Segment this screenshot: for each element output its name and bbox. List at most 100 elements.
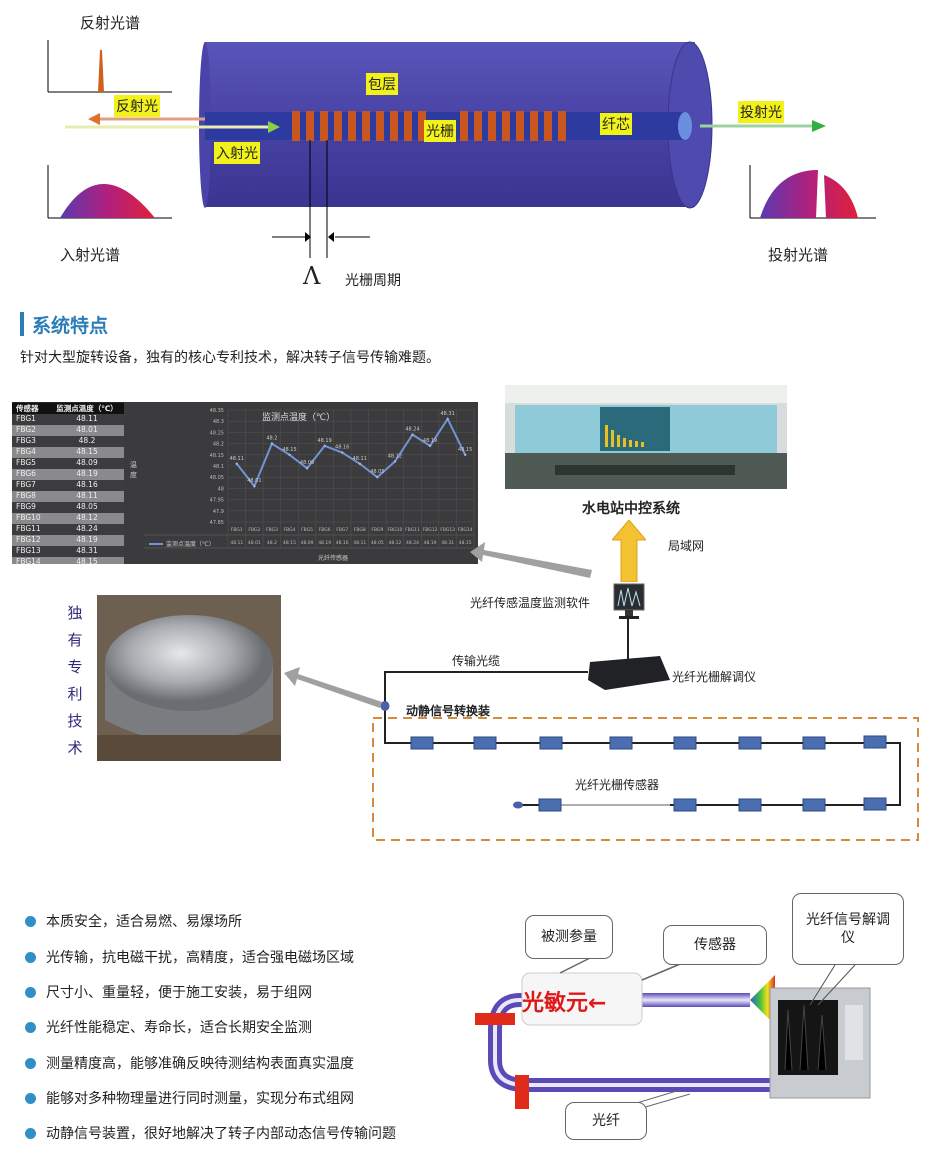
grating-period-label: 光栅周期 — [345, 273, 401, 289]
data-point — [393, 460, 397, 463]
bullet-icon — [25, 1092, 36, 1104]
data-label: 48.2 — [266, 436, 277, 442]
table-row: FBG14 48.15 — [12, 557, 124, 564]
x-tick-label: FBG14 — [458, 527, 473, 533]
table-row: FBG3 48.2 — [12, 436, 124, 447]
sensor-name: FBG1 — [16, 414, 36, 423]
bullet-icon — [25, 1021, 36, 1033]
data-point — [411, 433, 414, 436]
sensor-name: FBG3 — [16, 436, 36, 445]
chart-ylabel: 温度 — [130, 461, 137, 479]
x-tick-label: FBG13 — [440, 527, 455, 533]
bullet-icon — [25, 951, 36, 963]
feature-item: 本质安全，适合易燃、易爆场所 — [25, 911, 242, 931]
feature-item: 测量精度高，能够准确反映待测结构表面真实温度 — [25, 1053, 354, 1073]
y-tick-label: 48.1 — [213, 464, 224, 470]
data-label: 48.05 — [370, 469, 384, 475]
sensor-value: 48.2 — [78, 436, 96, 445]
table-value: 48.09 — [301, 540, 314, 546]
sensor-value: 48.11 — [76, 414, 98, 423]
data-label: 48.16 — [335, 445, 349, 451]
converter-node — [380, 701, 390, 711]
photosensitive-label: 光敏元← — [522, 991, 607, 1016]
grating-bars — [292, 111, 566, 141]
sensor-name: FBG14 — [16, 557, 41, 564]
sensor-value: 48.24 — [76, 524, 98, 533]
cable-label: 传输光缆 — [452, 654, 501, 668]
data-point — [235, 462, 238, 465]
y-tick-label: 48.2 — [213, 442, 224, 448]
table-header: 传感器 监测点温度（℃） — [12, 403, 124, 414]
table-value: 48.19 — [424, 540, 437, 546]
data-point — [253, 484, 256, 488]
arrow-to-disk — [284, 667, 382, 708]
table-row: FBG9 48.05 — [12, 502, 124, 513]
table-value: 48.19 — [318, 540, 331, 546]
control-room-photo — [505, 385, 787, 489]
core-tag: 纤芯 — [600, 113, 632, 135]
y-tick-label: 48.25 — [210, 430, 224, 436]
fbg-sensors — [410, 735, 887, 812]
bullet-icon — [25, 986, 36, 998]
sensor-network-diagram — [284, 542, 919, 841]
data-point — [376, 476, 379, 479]
y-tick-label: 48.15 — [210, 453, 224, 459]
feature-item: 光传输，抗电磁干扰，高精度，适合强电磁场区域 — [25, 947, 354, 967]
y-tick-label: 48 — [218, 486, 224, 492]
sensor-value: 48.15 — [76, 447, 98, 456]
demodulator-label: 光纤光栅解调仪 — [672, 670, 757, 684]
patent-vertical-text: 独有专利技术 — [67, 604, 83, 757]
table-value: 48.11 — [230, 540, 243, 546]
chart-title: 监测点温度（℃） — [262, 413, 336, 423]
reflected-arrow — [88, 113, 100, 125]
sensor-name: FBG9 — [16, 502, 36, 511]
lambda-symbol: Λ — [303, 262, 321, 290]
sensor-name: FBG6 — [16, 469, 36, 478]
sensor-callout: 传感器 — [663, 925, 767, 965]
converter-label: 动静信号转换装 — [406, 704, 491, 718]
sensor-value: 48.19 — [76, 469, 98, 478]
demodulator-callout: 光纤信号解调仪 — [792, 893, 904, 965]
fiber-line — [384, 671, 901, 806]
y-tick-label: 47.95 — [210, 498, 224, 504]
data-label: 48.31 — [440, 411, 454, 417]
sensor-value: 48.31 — [76, 546, 98, 555]
table-value: 48.24 — [406, 540, 419, 546]
sensing-principle-diagram — [475, 957, 871, 1111]
x-tick-label: FBG11 — [405, 527, 420, 533]
table-value: 48.15 — [283, 540, 296, 546]
sensor-name: FBG11 — [16, 524, 41, 533]
reflected-spectrum-plot — [47, 40, 172, 93]
reflected-spectrum-label: 反射光谱 — [80, 14, 141, 32]
data-point — [270, 442, 274, 445]
x-tick-label: FBG9 — [371, 527, 383, 533]
x-tick-label: FBG7 — [336, 527, 348, 533]
control-center-label: 水电站中控系统 — [582, 501, 680, 517]
x-tick-label: FBG8 — [354, 527, 366, 533]
y-tick-label: 48.05 — [210, 475, 224, 481]
transmitted-arrow — [812, 120, 826, 132]
measured-callout: 被测参量 — [525, 915, 613, 959]
x-tick-label: FBG4 — [284, 527, 296, 533]
sensor-value: 48.19 — [76, 535, 98, 544]
incident-light-tag: 入射光 — [214, 142, 260, 164]
sensor-value: 48.15 — [76, 557, 98, 564]
table-value: 48.15 — [459, 540, 472, 546]
data-point — [446, 417, 449, 421]
heading-accent-bar — [20, 312, 24, 336]
sensor-value: 48.05 — [76, 502, 98, 511]
series-line — [235, 416, 467, 489]
data-point — [464, 453, 467, 456]
y-tick-label: 47.85 — [210, 520, 224, 526]
sensor-name: FBG5 — [16, 458, 36, 467]
data-point — [305, 467, 309, 470]
data-point — [288, 453, 291, 456]
incident-spectrum-label: 入射光谱 — [60, 246, 121, 264]
